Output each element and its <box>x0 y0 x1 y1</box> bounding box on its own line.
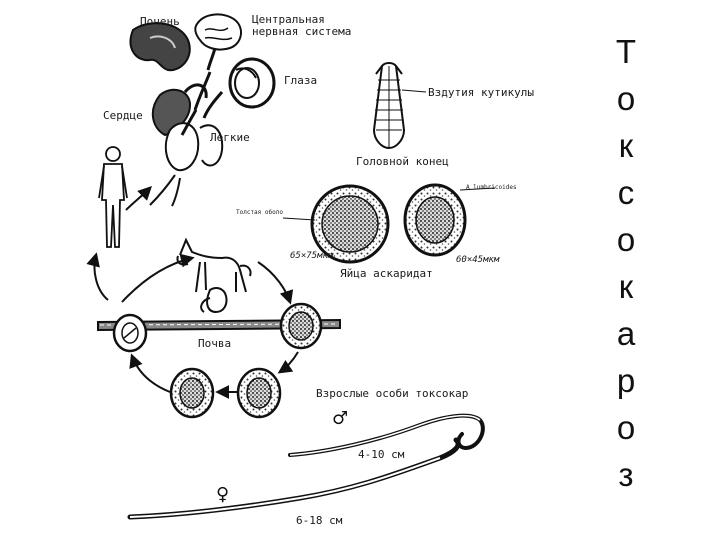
title-letter: с <box>617 174 635 211</box>
label-cuticle: Вздутия кутикулы <box>428 86 534 99</box>
title-letter: а <box>616 315 636 352</box>
title-letter: к <box>618 127 634 164</box>
female-symbol: ♀ <box>216 484 230 505</box>
label-eyes: Глаза <box>284 74 318 87</box>
male-symbol: ♂ <box>332 408 349 429</box>
soil-bar <box>97 318 341 332</box>
label-species: A lumbricoides <box>466 184 517 191</box>
soil-egg-left <box>112 313 148 353</box>
label-kidney: Почень <box>140 15 180 28</box>
label-cns-1: Центральная <box>252 13 325 26</box>
vessel-tree <box>180 71 224 136</box>
kidney-organ <box>129 22 191 72</box>
label-lungs: Легкие <box>210 131 250 144</box>
puppy-figure <box>200 287 228 314</box>
title-letter: о <box>616 80 636 117</box>
label-female-length: 6-18 см <box>296 514 343 527</box>
title-letter: р <box>616 362 636 399</box>
title-letter: к <box>618 268 634 305</box>
brain-organ <box>194 13 242 71</box>
human-figure <box>98 146 128 248</box>
egg-stage-1 <box>236 367 282 419</box>
label-cns-2: нервная система <box>252 25 352 38</box>
label-head-end: Головной конец <box>356 155 449 168</box>
worm-head-end <box>372 62 427 150</box>
label-shell: Толстая оболо <box>236 209 283 216</box>
cycle-arrows <box>86 186 299 399</box>
title-letter: Т <box>615 33 637 70</box>
female-worm <box>127 437 461 520</box>
title-letter: о <box>616 409 636 446</box>
label-heart: Сердце <box>103 109 143 122</box>
dog-figure <box>176 237 252 293</box>
soil-egg-right <box>279 302 323 350</box>
eye-organ <box>228 57 276 109</box>
label-soil: Почва <box>198 337 232 350</box>
title-letter: з <box>618 456 634 493</box>
label-male-length: 4-10 см <box>358 448 405 461</box>
label-size-b: 60×45мкм <box>456 255 500 265</box>
egg-ascaris <box>403 183 496 257</box>
egg-stage-2 <box>169 367 215 419</box>
title-letter: о <box>616 221 636 258</box>
label-eggs: Яйца аскаридат <box>340 267 433 280</box>
label-size-a: 65×75мкм <box>290 251 334 261</box>
male-worm <box>288 413 485 457</box>
egg-toxocara <box>282 184 390 264</box>
label-adults: Взрослые особи токсокар <box>316 387 469 400</box>
